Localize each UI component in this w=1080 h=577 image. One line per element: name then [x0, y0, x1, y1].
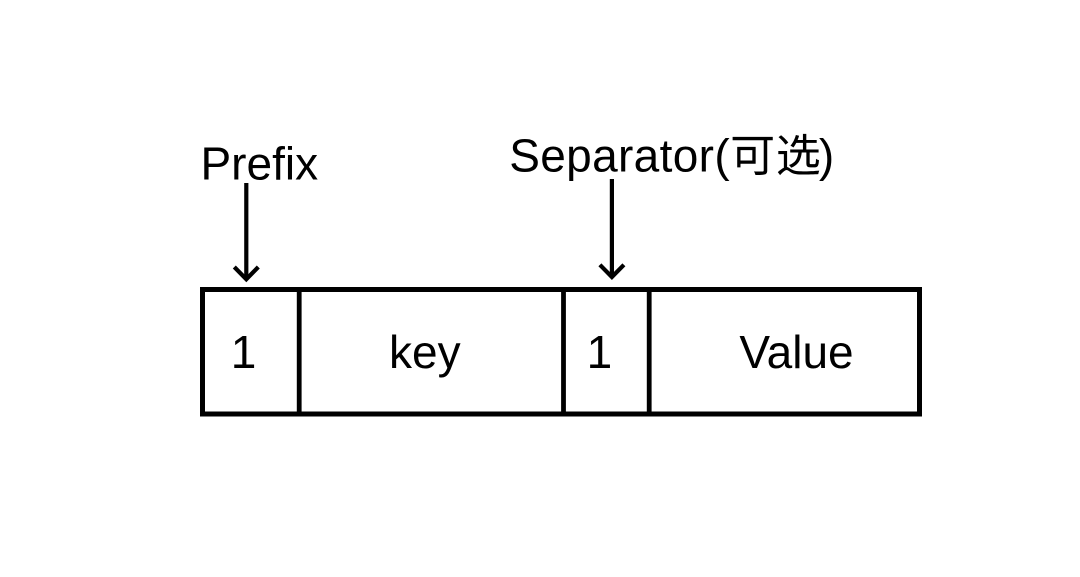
svg-text:): )	[819, 130, 834, 182]
svg-text:1: 1	[231, 326, 257, 378]
svg-text:Separator(: Separator(	[509, 130, 730, 182]
svg-text:key: key	[389, 326, 461, 378]
svg-text:1: 1	[587, 326, 613, 378]
svg-text:Value: Value	[739, 326, 853, 378]
svg-text:Prefix: Prefix	[201, 138, 319, 190]
